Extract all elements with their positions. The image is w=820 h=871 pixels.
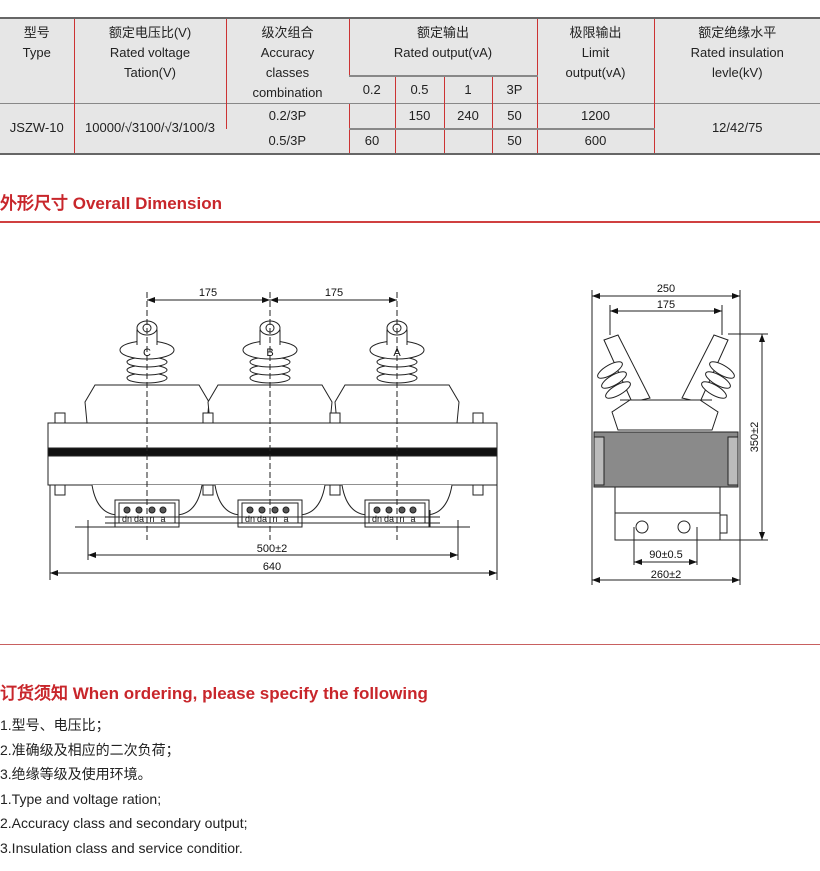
dim-width: 250 bbox=[657, 283, 675, 295]
dim-holes: 90±0.5 bbox=[649, 549, 683, 561]
list-item: 1.型号、电压比； bbox=[0, 717, 110, 733]
bolt-icon bbox=[472, 412, 484, 424]
cell-output: 60 bbox=[348, 128, 395, 154]
terminal-label: dn bbox=[372, 514, 382, 524]
bolt-icon bbox=[202, 412, 214, 424]
cell-insulation: 12/42/75 bbox=[653, 103, 820, 154]
bolt-icon bbox=[329, 484, 341, 496]
terminal-label: dn bbox=[122, 514, 132, 524]
list-item: 2.准确级及相应的二次负荷； bbox=[0, 741, 180, 758]
cell-output bbox=[443, 128, 492, 154]
subheader-0-5: 0.5 bbox=[394, 75, 444, 104]
terminal-label: a bbox=[160, 514, 165, 524]
cell-accuracy: 0.2/3P bbox=[225, 103, 349, 129]
section-title-ordering: 订货须知 When ordering, please specify the f… bbox=[0, 684, 428, 703]
dim-total: 640 bbox=[263, 561, 281, 573]
list-item: 3.绝缘等级及使用环境。 bbox=[0, 766, 152, 782]
phase-label: A bbox=[393, 347, 401, 359]
list-item: 2.Accuracy class and secondary output; bbox=[0, 815, 248, 831]
terminal-label: dn bbox=[245, 514, 255, 524]
side-view bbox=[591, 290, 768, 585]
section-title-dimension: 外形尺寸 Overall Dimension bbox=[0, 194, 222, 213]
cell-voltage: 10000/√3100/√3/100/3 bbox=[73, 103, 226, 154]
dim-height: 350±2 bbox=[749, 422, 761, 453]
ordering-list: 1.型号、电压比； 2.准确级及相应的二次负荷； 3.绝缘等级及使用环境。 1.… bbox=[0, 716, 247, 863]
phase-label: B bbox=[266, 347, 273, 359]
dim-mount: 500±2 bbox=[257, 543, 288, 555]
terminal-label: a bbox=[410, 514, 415, 524]
terminal-label: da bbox=[257, 514, 267, 524]
bolt-icon bbox=[329, 412, 341, 424]
subheader-0-2: 0.2 bbox=[349, 75, 395, 104]
front-view bbox=[47, 292, 498, 580]
list-item: 3.Insulation class and service conditior… bbox=[0, 839, 243, 856]
cell-output bbox=[394, 128, 444, 154]
cell-type: JSZW-10 bbox=[0, 103, 74, 154]
dim-bushing: 175 bbox=[657, 299, 675, 311]
dim-base: 260±2 bbox=[651, 569, 682, 581]
subheader-1: 1 bbox=[443, 75, 492, 104]
section-divider bbox=[0, 221, 820, 223]
table-row: 0.5/3P 60 50 600 bbox=[0, 128, 820, 154]
cell-limit: 1200 bbox=[536, 103, 654, 130]
cell-output: 50 bbox=[491, 128, 537, 154]
terminal-label: da bbox=[134, 514, 144, 524]
cell-accuracy: 0.5/3P bbox=[268, 132, 307, 148]
subheader-3p: 3P bbox=[491, 75, 537, 104]
terminal-label: a bbox=[283, 514, 288, 524]
cell-output bbox=[348, 103, 395, 130]
bolt-icon bbox=[472, 484, 484, 496]
cell-output: 150 bbox=[394, 103, 444, 130]
bolt-icon bbox=[202, 484, 214, 496]
list-item: 1.Type and voltage ration; bbox=[0, 790, 162, 807]
table-row: JSZW-10 10000/√3100/√3/100/3 0.2/3P 150 … bbox=[0, 103, 820, 154]
terminal-label: n bbox=[399, 514, 404, 524]
dim-spacing-2: 175 bbox=[325, 287, 343, 299]
bolt-icon bbox=[54, 484, 66, 496]
terminal-label: n bbox=[149, 514, 154, 524]
cell-output: 50 bbox=[491, 103, 537, 130]
bolt-icon bbox=[54, 412, 66, 424]
dim-spacing-1: 175 bbox=[199, 287, 217, 299]
terminal-label: n bbox=[272, 514, 277, 524]
terminal-label: da bbox=[384, 514, 394, 524]
phase-label: C bbox=[143, 347, 151, 359]
cell-limit: 600 bbox=[536, 128, 654, 154]
cell-output: 240 bbox=[443, 103, 492, 130]
section-divider bbox=[0, 644, 820, 645]
